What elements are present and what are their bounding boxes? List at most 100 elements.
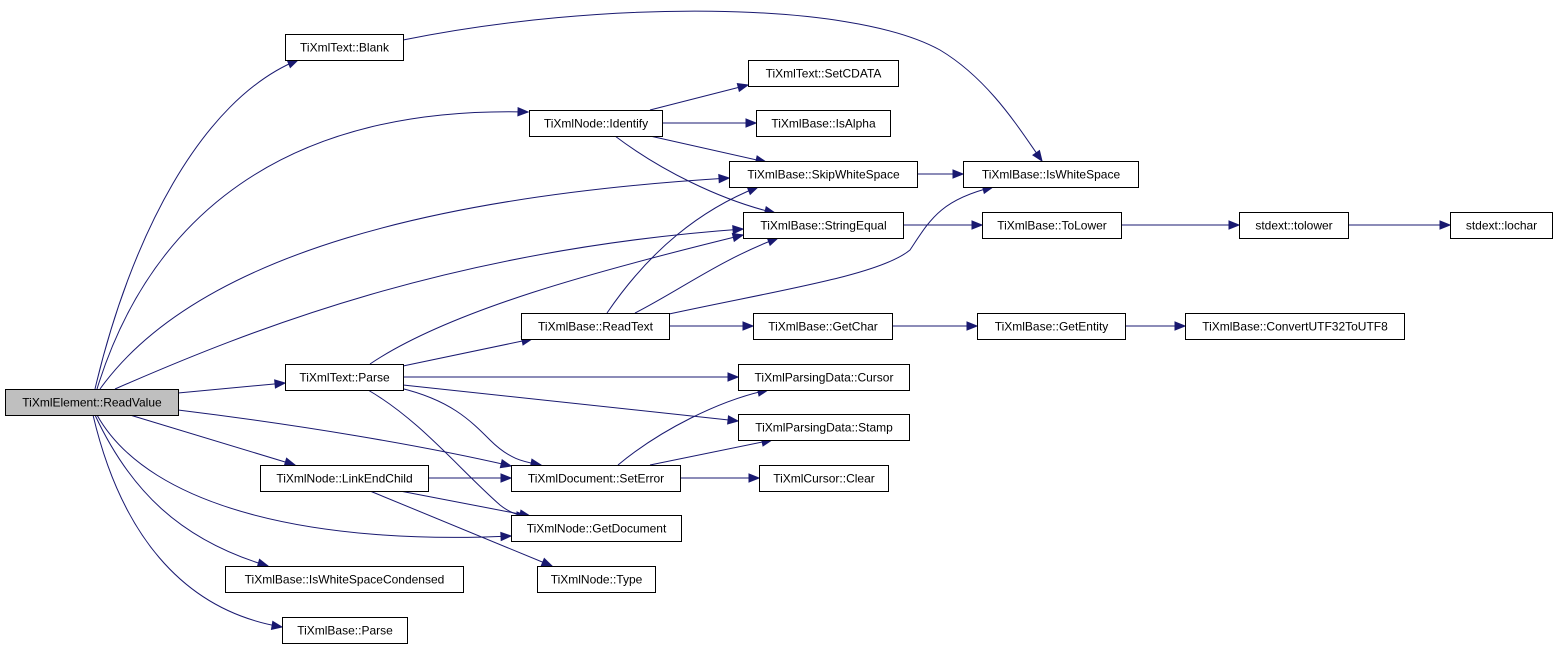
arrowhead (727, 415, 740, 425)
edge-line (606, 186, 759, 314)
edge-node_linkendchild-to-node_type (369, 490, 554, 567)
node-base-isalpha[interactable]: TiXmlBase::IsAlpha (756, 110, 891, 137)
node-box[interactable] (1239, 212, 1349, 239)
edge-node_identify-to-base_isalpha (662, 118, 758, 128)
node-box[interactable] (977, 313, 1126, 340)
edge-base_readtext-to-base_iswhitespace (668, 184, 995, 315)
node-node-identify[interactable]: TiXmlNode::Identify (529, 110, 663, 137)
edge-base_getentity-to-base_convertutf (1125, 321, 1187, 331)
node-box[interactable] (537, 566, 656, 593)
node-pd-cursor[interactable]: TiXmlParsingData::Cursor (738, 364, 910, 391)
node-box[interactable] (963, 161, 1139, 188)
node-node-getdocument[interactable]: TiXmlNode::GetDocument (511, 515, 682, 542)
arrowhead (718, 173, 731, 184)
node-box[interactable] (225, 566, 464, 593)
node-box[interactable] (260, 465, 429, 492)
node-base-getentity[interactable]: TiXmlBase::GetEntity (977, 313, 1126, 340)
node-label: TiXmlCursor::Clear (773, 472, 875, 486)
node-box[interactable] (738, 414, 910, 441)
node-box[interactable] (5, 389, 179, 416)
edge-text_blank-to-base_iswhitespace (402, 10, 1043, 163)
edge-line (369, 234, 744, 365)
edge-readvalue-to-doc_seterror (177, 409, 513, 469)
node-box[interactable] (759, 465, 889, 492)
edge-doc_seterror-to-pd_stamp (649, 437, 774, 466)
node-label: TiXmlNode::Identify (544, 117, 648, 131)
node-box[interactable] (1450, 212, 1553, 239)
node-box[interactable] (529, 110, 663, 137)
node-stdext-lochar[interactable]: stdext::lochar (1450, 212, 1553, 239)
node-base-skipws[interactable]: TiXmlBase::SkipWhiteSpace (729, 161, 918, 188)
edge-line (399, 387, 542, 466)
edge-text_parse-to-pd_cursor (403, 372, 740, 382)
edge-line (367, 389, 528, 517)
edge-line (649, 135, 767, 163)
arrowhead (1439, 220, 1452, 230)
arrowhead (1228, 220, 1241, 230)
arrowhead (540, 557, 554, 567)
edge-line (129, 414, 296, 466)
node-label: TiXmlBase::ReadText (538, 320, 654, 334)
edge-line (402, 338, 533, 367)
edge-text_parse-to-pd_stamp (402, 384, 740, 425)
node-label: TiXmlNode::LinkEndChild (276, 472, 412, 486)
node-label: TiXmlBase::IsWhiteSpaceCondensed (245, 573, 445, 587)
node-box[interactable] (1185, 313, 1405, 340)
node-box[interactable] (748, 60, 899, 87)
edge-line (99, 177, 730, 390)
edge-line (177, 382, 286, 394)
node-box[interactable] (729, 161, 918, 188)
node-doc-seterror[interactable]: TiXmlDocument::SetError (511, 465, 681, 492)
node-base-convertutf[interactable]: TiXmlBase::ConvertUTF32ToUTF8 (1185, 313, 1405, 340)
node-box[interactable] (282, 617, 408, 644)
node-text-parse[interactable]: TiXmlText::Parse (285, 364, 404, 391)
node-text-blank[interactable]: TiXmlText::Blank (285, 34, 404, 61)
node-base-tolower[interactable]: TiXmlBase::ToLower (982, 212, 1122, 239)
edge-line (649, 439, 773, 466)
arrowhead (499, 459, 513, 469)
node-box[interactable] (511, 515, 682, 542)
node-box[interactable] (285, 364, 404, 391)
node-label: TiXmlDocument::SetError (528, 472, 664, 486)
node-box[interactable] (521, 313, 670, 340)
edge-line (402, 384, 739, 422)
node-stdext-tolower[interactable]: stdext::tolower (1239, 212, 1349, 239)
arrowhead (971, 220, 984, 230)
node-base-readtext[interactable]: TiXmlBase::ReadText (521, 313, 670, 340)
node-box[interactable] (753, 313, 893, 340)
arrowhead (742, 321, 755, 331)
node-readvalue[interactable]: TiXmlElement::ReadValue (5, 389, 179, 416)
node-box[interactable] (743, 212, 904, 239)
node-box[interactable] (982, 212, 1122, 239)
arrowhead (270, 620, 284, 630)
arrowhead (1174, 321, 1187, 331)
edge-readvalue-to-text_parse (177, 379, 287, 394)
edge-line (94, 59, 299, 390)
node-node-type[interactable]: TiXmlNode::Type (537, 566, 656, 593)
edge-line (96, 111, 529, 390)
edge-base_stringequal-to-base_tolower (903, 220, 984, 230)
arrowhead (283, 457, 297, 467)
node-base-getchar[interactable]: TiXmlBase::GetChar (753, 313, 893, 340)
arrowhead (952, 169, 965, 179)
node-box[interactable] (511, 465, 681, 492)
node-label: TiXmlNode::GetDocument (527, 522, 667, 536)
node-node-linkendchild[interactable]: TiXmlNode::LinkEndChild (260, 465, 429, 492)
node-base-stringequal[interactable]: TiXmlBase::StringEqual (743, 212, 904, 239)
arrowhead (1032, 149, 1043, 163)
arrowhead (748, 473, 761, 483)
node-label: TiXmlElement::ReadValue (22, 396, 162, 410)
node-pd-stamp[interactable]: TiXmlParsingData::Stamp (738, 414, 910, 441)
node-label: TiXmlParsingData::Cursor (755, 371, 894, 385)
edge-line (92, 414, 283, 628)
node-box[interactable] (756, 110, 891, 137)
node-label: stdext::lochar (1466, 219, 1537, 233)
node-base-parse[interactable]: TiXmlBase::Parse (282, 617, 408, 644)
node-box[interactable] (285, 34, 404, 61)
node-box[interactable] (738, 364, 910, 391)
node-base-iswscondensed[interactable]: TiXmlBase::IsWhiteSpaceCondensed (225, 566, 464, 593)
edge-base_readtext-to-base_getchar (669, 321, 755, 331)
node-text-setcdata[interactable]: TiXmlText::SetCDATA (748, 60, 899, 87)
node-base-iswhitespace[interactable]: TiXmlBase::IsWhiteSpace (963, 161, 1139, 188)
node-cursor-clear[interactable]: TiXmlCursor::Clear (759, 465, 889, 492)
